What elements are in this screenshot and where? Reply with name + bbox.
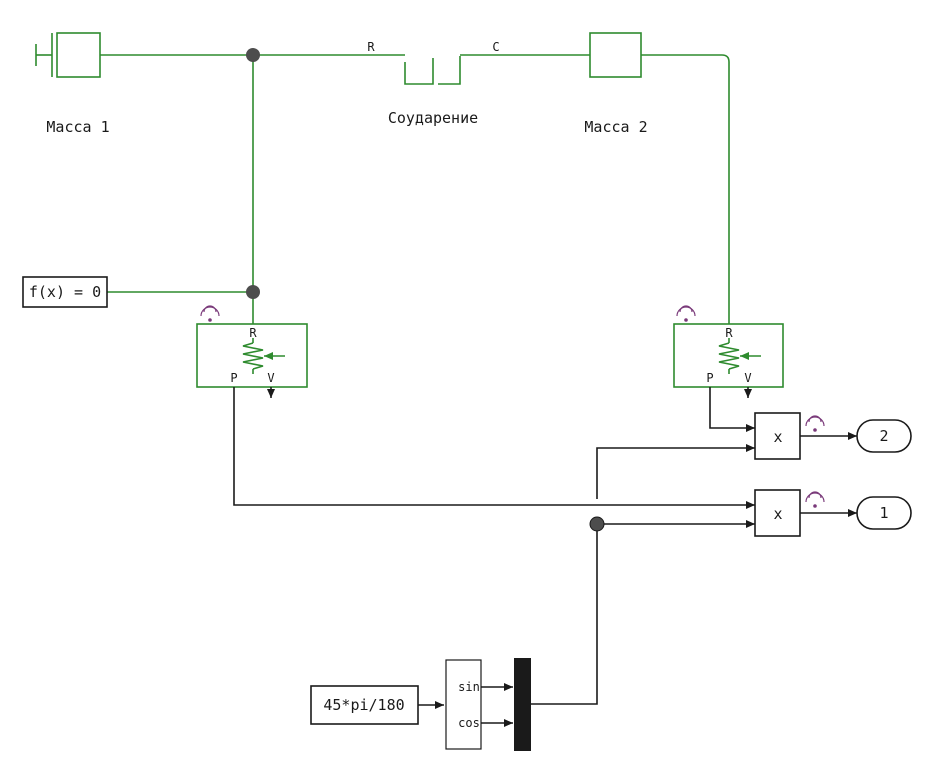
trig-cos-label: cos	[458, 716, 480, 730]
collision-label: Соударение	[388, 109, 478, 127]
collision-port-r: R	[367, 40, 375, 54]
sensor2-port-p: P	[706, 371, 713, 385]
branch-node[interactable]	[589, 516, 605, 532]
collision-icon	[404, 56, 461, 85]
outport-1-label: 1	[879, 504, 888, 522]
signal-connections	[233, 387, 857, 727]
wireless-signal-icon	[805, 491, 825, 508]
wire-mass2-to-sensor2[interactable]	[641, 54, 730, 324]
junction-node-solver[interactable]	[246, 285, 260, 299]
wireless-signal-icon	[200, 305, 220, 322]
wire-sensor2-p-to-product-top[interactable]	[709, 387, 755, 432]
constant-label: 45*pi/180	[323, 696, 404, 714]
sensor1-port-r: R	[249, 326, 257, 340]
sensor1-port-v: V	[267, 371, 274, 385]
product-block-top[interactable]: x	[754, 412, 825, 460]
mass2-block[interactable]: Масса 2	[584, 32, 648, 136]
wireless-signal-icon	[676, 305, 696, 322]
junction-node-top[interactable]	[246, 48, 260, 62]
wire-sin-to-product-top[interactable]	[596, 444, 755, 499]
mass-icon	[589, 32, 642, 78]
sensor1-port-p: P	[230, 371, 237, 385]
wire-mux-to-node[interactable]	[531, 524, 598, 705]
wireless-signal-icon	[805, 415, 825, 432]
outport-2[interactable]: 2	[856, 419, 912, 453]
motion-sensor-1[interactable]: R P V	[196, 305, 308, 388]
outport-1[interactable]: 1	[856, 496, 912, 530]
collision-block[interactable]: R C Соударение	[367, 40, 499, 127]
physical-connections	[100, 54, 730, 324]
wire-sensor1-p-to-product-bottom[interactable]	[233, 387, 755, 509]
motion-sensor-icon	[242, 338, 285, 374]
motion-sensor-icon	[718, 338, 761, 374]
product-block-bottom[interactable]: x	[754, 489, 825, 537]
sensor2-port-r: R	[725, 326, 733, 340]
solver-label: f(x) = 0	[29, 283, 101, 301]
motion-sensor-2[interactable]: R P V	[673, 305, 784, 388]
outport-2-label: 2	[879, 427, 888, 445]
mux-block[interactable]	[514, 658, 531, 751]
mass2-label: Масса 2	[584, 118, 647, 136]
collision-port-c: C	[492, 40, 499, 54]
constant-block[interactable]: 45*pi/180	[310, 685, 419, 725]
mass1-label: Масса 1	[46, 118, 109, 136]
product-top-label: x	[773, 428, 782, 446]
trig-function-block[interactable]: sin cos	[445, 659, 482, 750]
product-bottom-label: x	[773, 505, 782, 523]
sensor2-port-v: V	[744, 371, 751, 385]
trig-sin-label: sin	[458, 680, 480, 694]
mass-icon	[51, 32, 101, 78]
ground-icon	[35, 44, 52, 66]
mass1-block[interactable]: Масса 1	[35, 32, 110, 136]
solver-config-block[interactable]: f(x) = 0	[22, 276, 108, 308]
